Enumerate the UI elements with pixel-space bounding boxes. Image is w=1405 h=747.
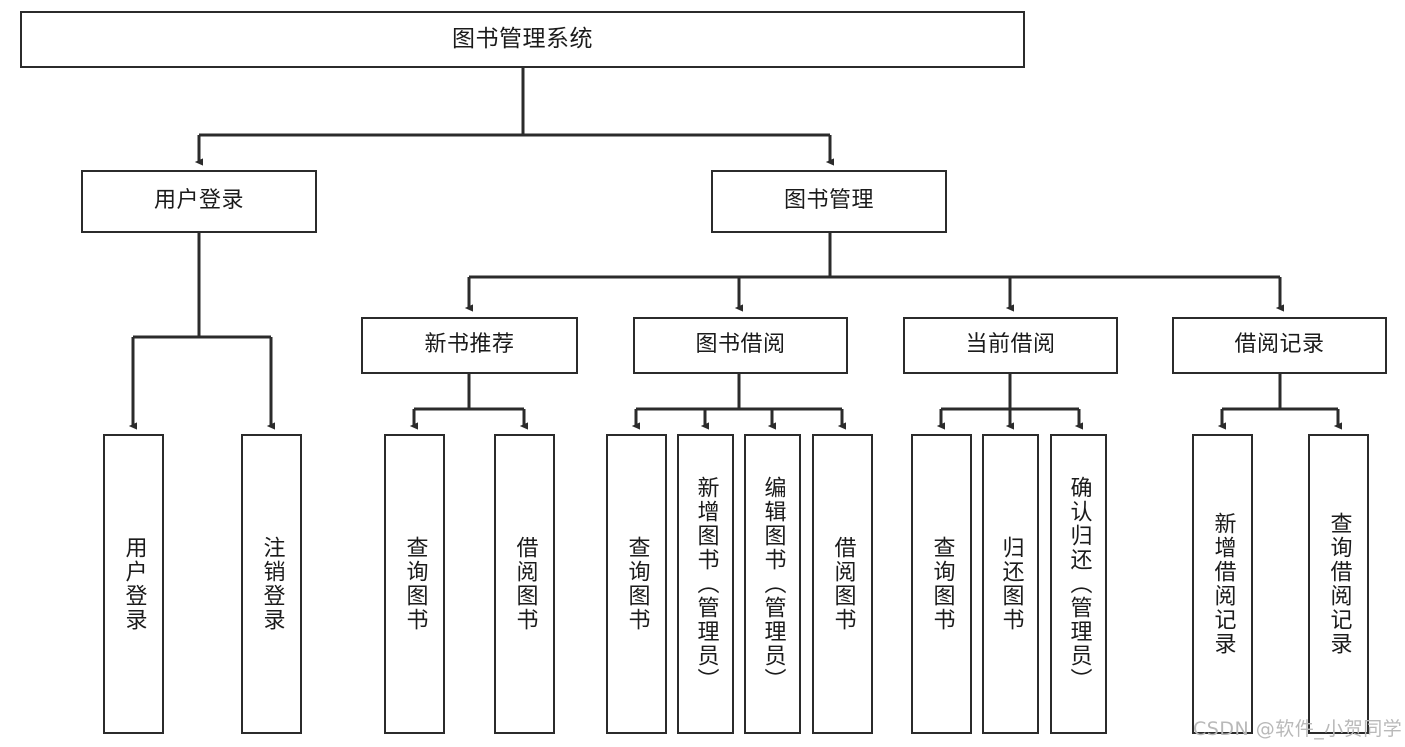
node-label: 用户登录 [121, 536, 147, 632]
leaf-new-book-query[interactable]: 查询图书 [384, 434, 445, 734]
node-label: 图书管理系统 [452, 25, 593, 52]
node-label: 查询图书 [929, 536, 955, 632]
node-label: 图书借阅 [695, 332, 786, 358]
leaf-borrow-record-add[interactable]: 新增借阅记录 [1192, 434, 1253, 734]
leaf-book-borrow-add[interactable]: 新增图书（管理员） [677, 434, 734, 734]
node-book-borrow[interactable]: 图书借阅 [633, 317, 848, 374]
node-label: 查询借阅记录 [1326, 512, 1352, 656]
node-label: 借阅图书 [512, 536, 538, 632]
node-new-book-recommend[interactable]: 新书推荐 [361, 317, 578, 374]
node-label: 借阅记录 [1234, 332, 1325, 358]
node-label: 新书推荐 [424, 332, 515, 358]
node-label: 编辑图书（管理员） [760, 476, 786, 692]
node-user-login[interactable]: 用户登录 [81, 170, 317, 233]
node-book-management[interactable]: 图书管理 [711, 170, 947, 233]
node-label: 确认归还（管理员） [1066, 476, 1092, 692]
node-label: 借阅图书 [830, 536, 856, 632]
node-label: 用户登录 [153, 188, 244, 214]
leaf-new-book-borrow[interactable]: 借阅图书 [494, 434, 555, 734]
leaf-user-login-login[interactable]: 用户登录 [103, 434, 164, 734]
leaf-current-borrow-confirm-return[interactable]: 确认归还（管理员） [1050, 434, 1107, 734]
node-label: 当前借阅 [965, 332, 1056, 358]
leaf-book-borrow-edit[interactable]: 编辑图书（管理员） [744, 434, 801, 734]
node-label: 新增借阅记录 [1210, 512, 1236, 656]
node-label: 新增图书（管理员） [693, 476, 719, 692]
node-label: 注销登录 [259, 536, 285, 632]
leaf-borrow-record-query[interactable]: 查询借阅记录 [1308, 434, 1369, 734]
leaf-current-borrow-return[interactable]: 归还图书 [982, 434, 1039, 734]
node-root-system[interactable]: 图书管理系统 [20, 11, 1025, 68]
node-label: 查询图书 [402, 536, 428, 632]
node-label: 图书管理 [783, 188, 874, 214]
leaf-user-login-logout[interactable]: 注销登录 [241, 434, 302, 734]
node-label: 归还图书 [998, 536, 1024, 632]
node-label: 查询图书 [624, 536, 650, 632]
node-borrow-record[interactable]: 借阅记录 [1172, 317, 1387, 374]
leaf-book-borrow-lend[interactable]: 借阅图书 [812, 434, 873, 734]
leaf-current-borrow-query[interactable]: 查询图书 [911, 434, 972, 734]
node-current-borrow[interactable]: 当前借阅 [903, 317, 1118, 374]
leaf-book-borrow-query[interactable]: 查询图书 [606, 434, 667, 734]
